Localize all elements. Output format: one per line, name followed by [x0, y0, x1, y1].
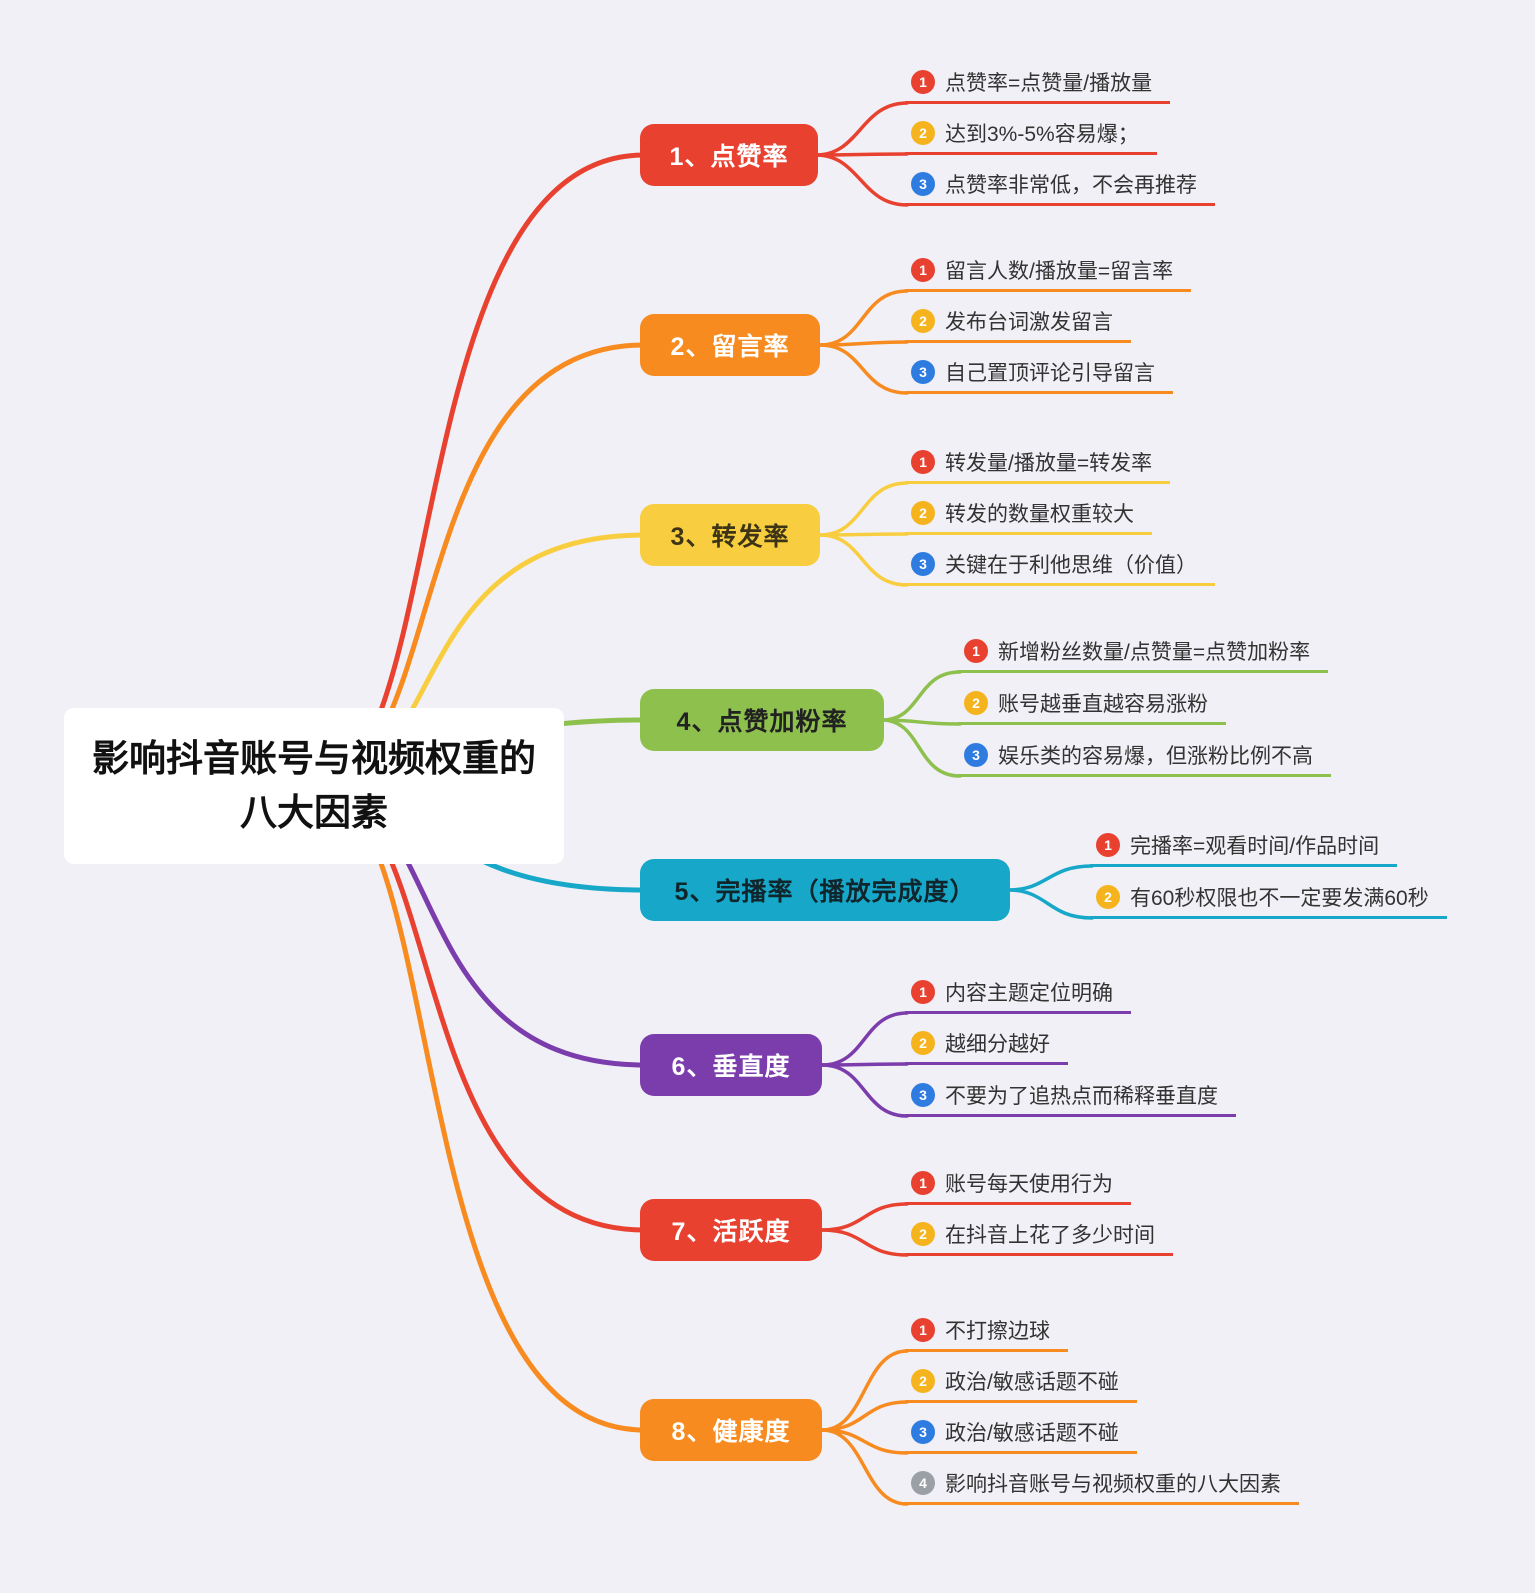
branch-node-5: 5、完播率（播放完成度）	[640, 859, 1010, 921]
edge-branch3-item1	[818, 481, 909, 537]
item-number-badge: 2	[911, 501, 935, 525]
item-text: 政治/敏感话题不碰	[945, 1371, 1119, 1394]
item-text: 娱乐类的容易爆，但涨粉比例不高	[998, 745, 1313, 768]
item-number-badge: 1	[911, 980, 935, 1004]
edge-branch8-item4	[820, 1428, 909, 1506]
item-number-badge: 3	[911, 172, 935, 196]
item-text: 影响抖音账号与视频权重的八大因素	[945, 1473, 1281, 1496]
item-number-badge: 3	[964, 743, 988, 767]
item-number-badge: 2	[1096, 885, 1120, 909]
item-number-badge: 3	[911, 360, 935, 384]
edge-branch3-item3	[818, 533, 909, 587]
edge-branch1-item2	[814, 152, 909, 157]
item-text: 转发量/播放量=转发率	[945, 452, 1153, 475]
edge-branch8-item1	[820, 1349, 909, 1432]
item-text: 账号每天使用行为	[945, 1173, 1113, 1196]
item-number-badge: 3	[911, 1083, 935, 1107]
edge-branch7-item1	[820, 1202, 909, 1232]
item-text: 点赞率=点赞量/播放量	[945, 72, 1153, 95]
item-number-badge: 2	[911, 1031, 935, 1055]
item-text: 留言人数/播放量=留言率	[945, 260, 1174, 283]
item-number-badge: 1	[911, 258, 935, 282]
item-text: 点赞率非常低，不会再推荐	[945, 174, 1197, 197]
branch2-item-1: 1 留言人数/播放量=留言率	[905, 251, 1192, 292]
branch3-item-3: 3 关键在于利他思维（价值）	[905, 545, 1215, 586]
edge-center-branch-1	[311, 152, 647, 789]
branch5-item-2: 2 有60秒权限也不一定要发满60秒	[1090, 878, 1447, 919]
item-text: 不要为了追热点而稀释垂直度	[945, 1085, 1218, 1108]
item-number-badge: 2	[911, 1369, 935, 1393]
branch-node-7: 7、活跃度	[640, 1199, 822, 1261]
branch-node-2: 2、留言率	[640, 314, 820, 376]
edge-branch3-item2	[818, 532, 909, 537]
branch3-item-1: 1 转发量/播放量=转发率	[905, 443, 1171, 484]
edge-branch1-item3	[814, 153, 909, 207]
item-text: 完播率=观看时间/作品时间	[1130, 835, 1380, 858]
branch8-item-3: 3 政治/敏感话题不碰	[905, 1413, 1137, 1454]
branch6-item-2: 2 越细分越好	[905, 1024, 1068, 1065]
item-number-badge: 2	[911, 121, 935, 145]
branch2-item-3: 3 自己置顶评论引导留言	[905, 353, 1173, 394]
branch1-item-2: 2 达到3%-5%容易爆；	[905, 114, 1157, 155]
item-number-badge: 1	[911, 450, 935, 474]
branch7-item-1: 1 账号每天使用行为	[905, 1164, 1131, 1205]
item-text: 有60秒权限也不一定要发满60秒	[1130, 887, 1429, 910]
item-text: 新增粉丝数量/点赞量=点赞加粉率	[998, 641, 1311, 664]
branch1-item-3: 3 点赞率非常低，不会再推荐	[905, 165, 1215, 206]
branch4-item-1: 1 新增粉丝数量/点赞量=点赞加粉率	[958, 632, 1329, 673]
edge-branch6-item2	[820, 1062, 909, 1067]
branch8-item-2: 2 政治/敏感话题不碰	[905, 1362, 1137, 1403]
item-number-badge: 4	[911, 1471, 935, 1495]
branch1-item-1: 1 点赞率=点赞量/播放量	[905, 63, 1171, 104]
item-text: 在抖音上花了多少时间	[945, 1224, 1155, 1247]
item-text: 政治/敏感话题不碰	[945, 1422, 1119, 1445]
branch4-item-3: 3 娱乐类的容易爆，但涨粉比例不高	[958, 736, 1331, 777]
item-text: 发布台词激发留言	[945, 311, 1113, 334]
edge-branch5-item2	[1006, 888, 1094, 920]
item-number-badge: 2	[911, 309, 935, 333]
edge-branch4-item3	[880, 718, 962, 778]
item-number-badge: 1	[911, 70, 935, 94]
branch8-item-4: 4 影响抖音账号与视频权重的八大因素	[905, 1464, 1299, 1505]
edge-branch4-item1	[880, 670, 962, 722]
edge-branch7-item2	[820, 1228, 909, 1257]
branch6-item-1: 1 内容主题定位明确	[905, 973, 1131, 1014]
branch-node-4: 4、点赞加粉率	[640, 689, 884, 751]
edge-branch6-item1	[820, 1011, 909, 1067]
branch-node-1: 1、点赞率	[640, 124, 818, 186]
item-number-badge: 1	[911, 1318, 935, 1342]
item-text: 不打擦边球	[945, 1320, 1050, 1343]
branch6-item-3: 3 不要为了追热点而稀释垂直度	[905, 1076, 1236, 1117]
item-number-badge: 2	[964, 691, 988, 715]
central-topic: 影响抖音账号与视频权重的八大因素	[64, 708, 564, 864]
item-number-badge: 1	[964, 639, 988, 663]
branch8-item-1: 1 不打擦边球	[905, 1311, 1068, 1352]
item-text: 转发的数量权重较大	[945, 503, 1134, 526]
item-text: 达到3%-5%容易爆；	[945, 123, 1139, 146]
branch-node-3: 3、转发率	[640, 504, 820, 566]
edge-branch2-item3	[818, 343, 909, 395]
item-text: 越细分越好	[945, 1033, 1050, 1056]
branch7-item-2: 2 在抖音上花了多少时间	[905, 1215, 1173, 1256]
branch-node-8: 8、健康度	[640, 1399, 822, 1461]
item-text: 自己置顶评论引导留言	[945, 362, 1155, 385]
edge-branch6-item3	[820, 1063, 909, 1118]
edge-branch1-item1	[814, 101, 909, 157]
edge-branch2-item1	[818, 289, 909, 347]
item-number-badge: 2	[911, 1222, 935, 1246]
branch4-item-2: 2 账号越垂直越容易涨粉	[958, 684, 1226, 725]
branch2-item-2: 2 发布台词激发留言	[905, 302, 1131, 343]
edge-branch5-item1	[1006, 864, 1094, 892]
item-text: 账号越垂直越容易涨粉	[998, 693, 1208, 716]
item-number-badge: 3	[911, 1420, 935, 1444]
branch3-item-2: 2 转发的数量权重较大	[905, 494, 1152, 535]
item-number-badge: 1	[911, 1171, 935, 1195]
branch-node-6: 6、垂直度	[640, 1034, 822, 1096]
item-text: 内容主题定位明确	[945, 982, 1113, 1005]
item-text: 关键在于利他思维（价值）	[945, 554, 1197, 577]
branch5-item-1: 1 完播率=观看时间/作品时间	[1090, 826, 1398, 867]
item-number-badge: 1	[1096, 833, 1120, 857]
item-number-badge: 3	[911, 552, 935, 576]
